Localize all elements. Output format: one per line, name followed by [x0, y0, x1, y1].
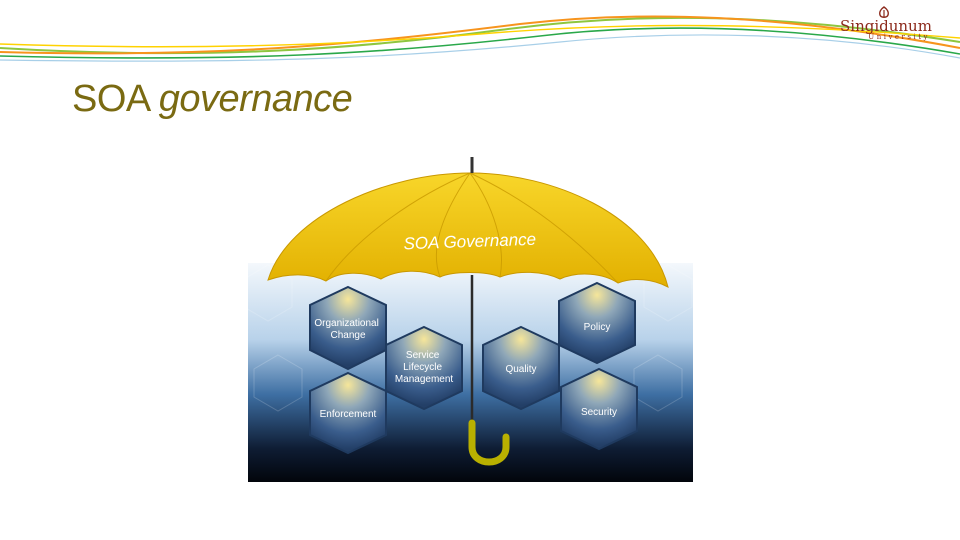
svg-text:Security: Security [581, 407, 617, 418]
svg-text:Policy: Policy [584, 322, 611, 333]
svg-text:Organizational Change: Organizational Change [314, 318, 381, 341]
hexagon-quality: Quality [482, 325, 560, 411]
svg-text:Quality: Quality [505, 364, 536, 375]
hex-label-line: Policy [584, 322, 611, 333]
slide-title-italic: governance [158, 78, 353, 120]
hexagon-service-lifecycle: Service Lifecycle Management [385, 325, 463, 411]
hexagon-security: Security [560, 367, 638, 451]
header-swoosh-decoration [0, 15, 960, 62]
svg-text:Enforcement: Enforcement [320, 409, 377, 420]
svg-text:Service Lifecycle: Service Lifecycle Management [395, 350, 454, 385]
hex-label-line: Lifecycle [403, 362, 442, 373]
slide-title: SOA governance [72, 78, 353, 121]
hexagon-policy: Policy [558, 281, 636, 365]
hexagon-organizational-change: Organizational Change [309, 285, 387, 371]
umbrella-canopy [267, 172, 669, 288]
soa-governance-figure: SOA Governance Organizational Change Enf… [248, 157, 693, 482]
logo-subtitle: University [868, 33, 930, 41]
umbrella: SOA Governance [267, 157, 669, 466]
hexagon-enforcement: Enforcement [309, 371, 387, 455]
umbrella-label: SOA Governance [403, 230, 536, 254]
hex-label-line: Change [330, 330, 365, 341]
hex-label-line: Enforcement [320, 409, 377, 420]
hex-label-line: Organizational [314, 318, 378, 329]
logo-emblem-icon [879, 6, 889, 18]
university-logo: Singidunum University [840, 6, 932, 46]
slide-title-plain: SOA [72, 78, 149, 120]
hex-label-line: Security [581, 407, 617, 418]
umbrella-handle [468, 419, 510, 466]
hex-label-line: Quality [505, 364, 536, 375]
hex-label-line: Service [406, 350, 440, 361]
logo-name: Singidunum [840, 17, 932, 35]
hex-label-line: Management [395, 374, 454, 385]
